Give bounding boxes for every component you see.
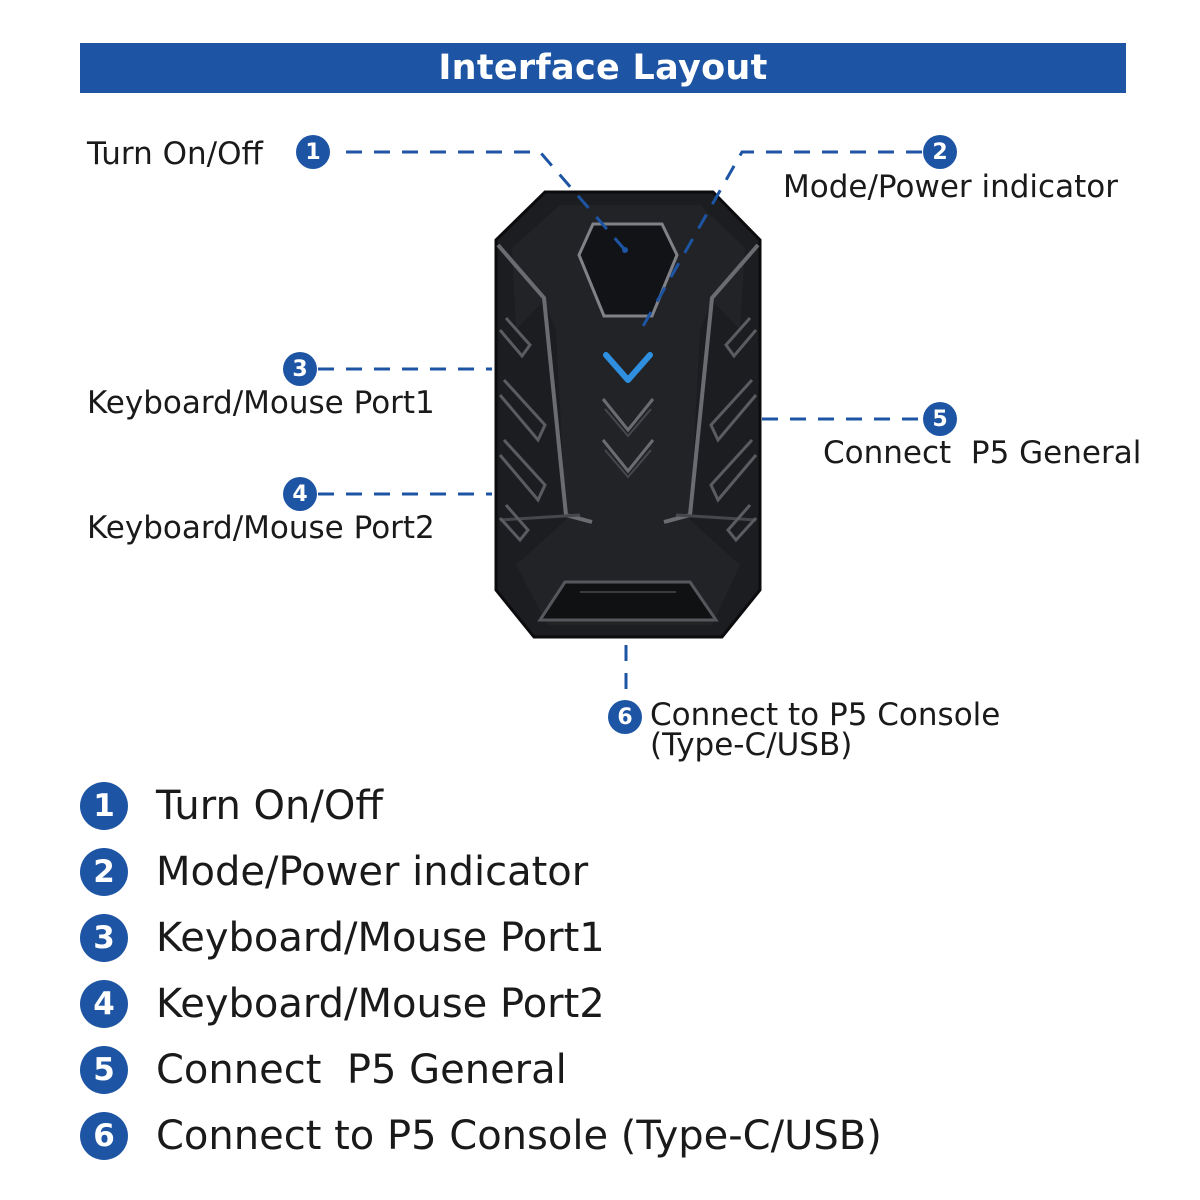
legend-item-6: 6 Connect to P5 Console (Type-C/USB)	[80, 1111, 882, 1161]
legend-label-4: Keyboard/Mouse Port2	[156, 981, 605, 1027]
legend-badge-3: 3	[80, 914, 128, 962]
adapter-device	[494, 190, 762, 639]
callout-6-label-line1: Connect to P5 Console	[650, 697, 1001, 733]
mode-indicator-chevron	[603, 352, 653, 383]
callout-6-label-line2: (Type-C/USB)	[650, 727, 853, 763]
power-button[interactable]	[577, 222, 679, 318]
callout-6-label: Connect to P5 Console (Type-C/USB)	[650, 697, 1001, 763]
callout-5-label: Connect P5 General	[823, 435, 1142, 471]
leader-lines	[318, 150, 922, 700]
legend-item-5: 5 Connect P5 General	[80, 1045, 567, 1095]
callout-2-label: Mode/Power indicator	[783, 169, 1118, 205]
page-title: Interface Layout	[438, 48, 768, 88]
legend-label-5: Connect P5 General	[156, 1047, 567, 1093]
legend-item-3: 3 Keyboard/Mouse Port1	[80, 913, 605, 963]
legend-badge-1: 1	[80, 782, 128, 830]
callout-1-badge: 1	[296, 135, 330, 169]
callout-1-label: Turn On/Off	[87, 136, 263, 172]
callout-6-badge: 6	[608, 700, 642, 734]
legend-label-1: Turn On/Off	[156, 783, 383, 829]
legend-item-2: 2 Mode/Power indicator	[80, 847, 588, 897]
callout-3-badge: 3	[283, 352, 317, 386]
legend-badge-5: 5	[80, 1046, 128, 1094]
callout-4-label: Keyboard/Mouse Port2	[87, 510, 435, 546]
title-banner: Interface Layout	[80, 43, 1126, 93]
legend-item-1: 1 Turn On/Off	[80, 781, 383, 831]
legend-label-3: Keyboard/Mouse Port1	[156, 915, 605, 961]
legend-item-4: 4 Keyboard/Mouse Port2	[80, 979, 605, 1029]
callout-3-label: Keyboard/Mouse Port1	[87, 385, 435, 421]
legend-badge-4: 4	[80, 980, 128, 1028]
callout-4-badge: 4	[283, 477, 317, 511]
callout-5-badge: 5	[923, 402, 957, 436]
decorative-chevrons	[601, 398, 655, 479]
legend-label-6: Connect to P5 Console (Type-C/USB)	[156, 1113, 882, 1159]
leader-line-1	[346, 150, 627, 251]
legend-label-2: Mode/Power indicator	[156, 849, 589, 895]
legend-badge-2: 2	[80, 848, 128, 896]
callout-2-badge: 2	[923, 135, 957, 169]
leader-line-2	[636, 150, 922, 336]
legend-badge-6: 6	[80, 1112, 128, 1160]
